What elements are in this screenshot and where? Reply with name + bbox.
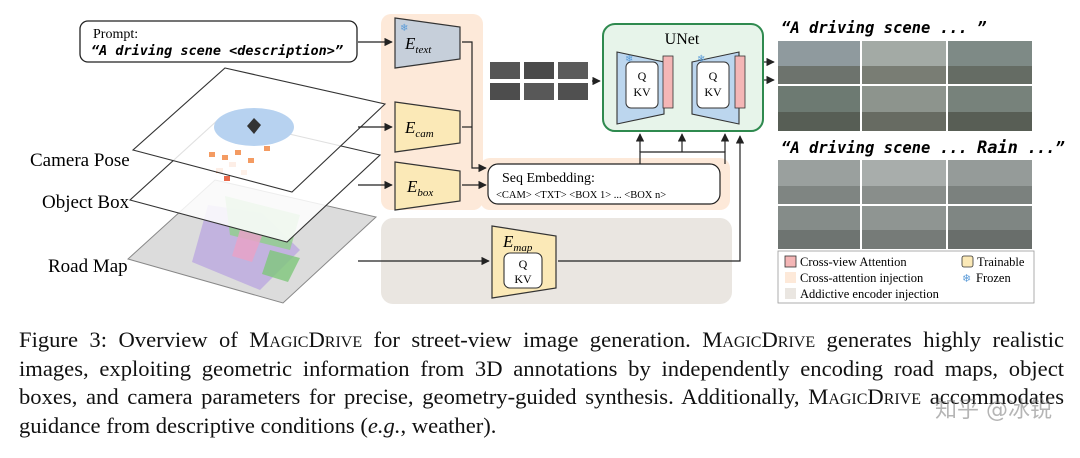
svg-text:UNet: UNet [665, 31, 700, 48]
legend-frozen: Frozen [976, 271, 1011, 285]
svg-text:Seq Embedding:: Seq Embedding: [502, 171, 595, 186]
svg-text:KV: KV [514, 272, 532, 286]
svg-text:Q: Q [519, 257, 528, 271]
seq-embedding-box: Seq Embedding: <CAM> <TXT> <BOX 1> ... <… [487, 163, 721, 205]
road-map-label: Road Map [48, 256, 128, 277]
arrows [358, 37, 775, 266]
legend-trainable: Trainable [977, 255, 1025, 269]
method-name: MagicDrive [702, 327, 816, 352]
snowflake-icon: ❄ [697, 54, 705, 65]
svg-text:KV: KV [704, 85, 722, 99]
camera-pose-layer [131, 67, 387, 193]
snowflake-icon: ❄ [400, 23, 408, 34]
map-encoder: Emap Q KV [491, 225, 557, 299]
caption-label: Figure 3: [19, 327, 108, 352]
svg-text:Q: Q [709, 69, 718, 83]
legend-additive: Addictive encoder injection [800, 287, 940, 301]
figure-caption: Figure 3: Overview of MagicDrive for str… [19, 327, 1064, 438]
method-name: MagicDrive [249, 327, 363, 352]
prompt-text: “A driving scene <description>” [91, 43, 343, 59]
svg-text:Etext: Etext [404, 34, 432, 56]
object-box-label: Object Box [42, 192, 130, 213]
noise-latents [490, 62, 588, 100]
figure-diagram: Prompt: “A driving scene <description>” … [30, 14, 1065, 304]
svg-text:Ebox: Ebox [406, 177, 433, 199]
method-name: MagicDrive [808, 384, 922, 409]
prompt-box: Prompt: “A driving scene <description>” [79, 20, 358, 63]
unet-block: UNet Q KV Q KV ❄ ❄ [602, 23, 764, 132]
svg-text:KV: KV [633, 85, 651, 99]
top-output-caption: “A driving scene ... ” [781, 19, 987, 37]
camera-pose-label: Camera Pose [30, 150, 130, 171]
svg-text:Q: Q [638, 69, 647, 83]
bottom-output-images [778, 160, 1032, 249]
snowflake-icon: ❄ [625, 54, 633, 65]
svg-text:Emap: Emap [502, 232, 533, 254]
svg-text:<CAM> <TXT> <BOX 1> ... <BOX n: <CAM> <TXT> <BOX 1> ... <BOX n> [496, 190, 666, 201]
watermark: 知乎 @冰锐 [935, 398, 1052, 423]
box-encoder: Ebox [394, 161, 461, 211]
cam-encoder: Ecam [394, 101, 461, 153]
snowflake-icon: ❄ [962, 273, 971, 285]
legend-cross-attn: Cross-attention injection [800, 271, 924, 285]
svg-text:Ecam: Ecam [404, 118, 434, 140]
bottom-output-caption: “A driving scene ... Rain ...” [781, 138, 1065, 158]
legend: Cross-view Attention Trainable Cross-att… [777, 250, 1035, 304]
prompt-title: Prompt: [93, 27, 138, 42]
text-encoder: Etext ❄ [394, 17, 461, 69]
legend-cross-view: Cross-view Attention [800, 255, 907, 269]
top-output-images [778, 41, 1032, 131]
